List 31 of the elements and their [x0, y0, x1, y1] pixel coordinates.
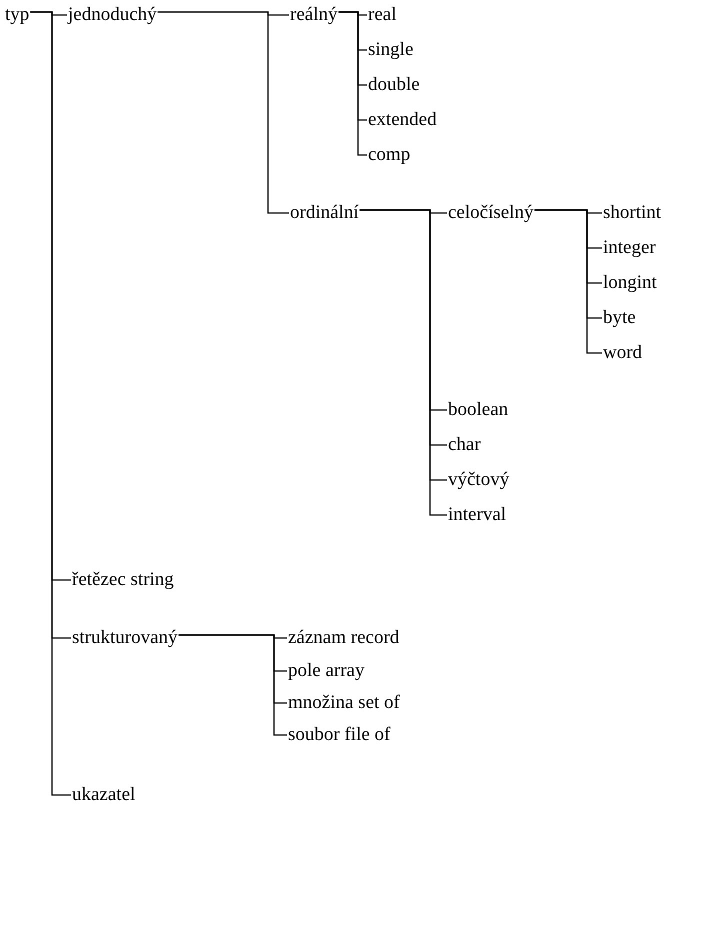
tree-connector [158, 11, 289, 214]
tree-label: single [368, 39, 414, 61]
tree-label: interval [448, 504, 506, 526]
tree-connector [338, 11, 367, 156]
tree-label: integer [603, 237, 656, 259]
tree-label: shortint [603, 202, 662, 224]
tree-label: strukturovaný [72, 627, 178, 649]
tree-label: longint [603, 272, 657, 294]
tree-label: pole array [288, 660, 364, 682]
tree-label: extended [368, 109, 437, 131]
tree-label: char [448, 434, 481, 456]
tree-label: výčtový [448, 469, 510, 491]
tree-label: boolean [448, 399, 508, 421]
tree-label: double [368, 74, 420, 96]
tree-label: reálný [290, 4, 338, 26]
tree-label: ordinální [290, 202, 359, 224]
tree-label: ukazatel [72, 784, 136, 806]
tree-label: celočíselný [448, 202, 534, 224]
tree-label: byte [603, 307, 636, 329]
tree-label: real [368, 4, 396, 26]
tree-connector [534, 209, 602, 354]
tree-label: word [603, 342, 642, 364]
tree-label: řetězec string [72, 569, 174, 591]
tree-label: množina set of [288, 692, 400, 714]
tree-label: comp [368, 144, 410, 166]
tree-connector [178, 634, 287, 736]
tree-connector [30, 11, 71, 796]
tree-label: jednoduchý [68, 4, 157, 26]
tree-label: záznam record [288, 627, 400, 649]
tree-label: typ [5, 4, 30, 26]
tree-label: soubor file of [288, 724, 390, 746]
